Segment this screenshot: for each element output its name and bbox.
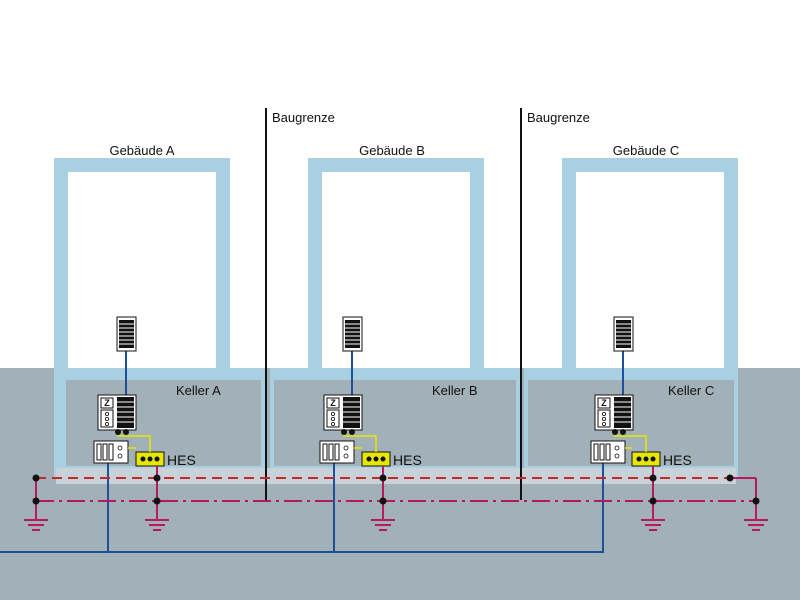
keller-a-room (54, 368, 265, 478)
building-a-upper-floor (54, 158, 230, 372)
boundary-label-right: Baugrenze (527, 110, 590, 125)
meter-cabinet-a: Z (97, 394, 137, 431)
building-b: Gebäude B Keller B (270, 143, 520, 478)
distribution-panel-b (342, 316, 363, 352)
boundary-label-left: Baugrenze (272, 110, 335, 125)
supply-cable-c (334, 462, 604, 553)
meter-cabinet-b: Z (323, 394, 363, 431)
junction-dots-a (115, 429, 161, 505)
outer-junction-dots (32, 474, 760, 505)
building-b-label: Gebäude B (359, 143, 425, 158)
building-c: Gebäude C Keller C (524, 143, 738, 478)
meter-c-label: Z (601, 398, 607, 408)
hes-c-label: HES (663, 452, 692, 468)
building-c-upper-floor (562, 158, 738, 372)
hes-busbar-a (135, 451, 165, 467)
keller-c-room (524, 368, 738, 478)
house-connection-box-c (590, 440, 626, 464)
keller-c-label: Keller C (668, 383, 714, 398)
installation-a: Z HES (93, 316, 196, 531)
hes-busbar-b (361, 451, 391, 467)
building-c-label: Gebäude C (613, 143, 680, 158)
meter-b-label: Z (330, 398, 336, 408)
building-a: Gebäude A Keller A (54, 143, 265, 478)
building-a-label: Gebäude A (109, 143, 174, 158)
hes-b-label: HES (393, 452, 422, 468)
keller-b-label: Keller B (432, 383, 478, 398)
junction-dots-c (612, 429, 657, 505)
foundation-base (56, 468, 736, 484)
hes-busbar-c (631, 451, 661, 467)
earth-symbol-b (371, 519, 395, 531)
meter-cabinet-c: Z (594, 394, 634, 431)
hes-a-label: HES (167, 452, 196, 468)
distribution-panel-c (613, 316, 634, 352)
installation-b: Z HES (319, 316, 422, 531)
building-b-upper-floor (308, 158, 484, 372)
earth-symbol-c (641, 519, 665, 531)
meter-a-label: Z (104, 398, 110, 408)
house-connection-box-b (319, 440, 355, 464)
distribution-panel-a (116, 316, 137, 352)
installation-c: Z HES (590, 316, 692, 531)
keller-a-label: Keller A (176, 383, 221, 398)
keller-b-room (270, 368, 520, 478)
junction-dots-b (341, 429, 387, 505)
earth-symbol-a (145, 519, 169, 531)
house-connection-box-a (93, 440, 129, 464)
supply-cables (0, 350, 624, 553)
